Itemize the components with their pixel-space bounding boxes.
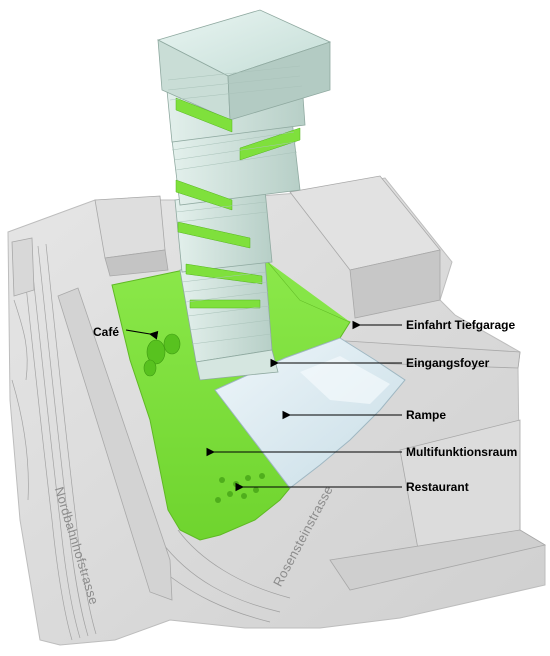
nordbahnhofstrasse-road <box>57 287 173 601</box>
tower-green-balconies <box>175 97 301 309</box>
label-einfahrt-tiefgarage: Einfahrt Tiefgarage <box>406 318 516 332</box>
label-cafe: Café <box>93 325 120 339</box>
twisted-tower <box>156 9 332 381</box>
surrounding-buildings <box>11 175 547 591</box>
ramp-glass-highlight <box>300 356 390 404</box>
cafe-trees <box>143 333 181 377</box>
annotation-arrows <box>125 320 402 492</box>
label-rampe: Rampe <box>406 408 447 422</box>
green-plaza <box>111 261 351 541</box>
label-restaurant: Restaurant <box>406 480 469 494</box>
restaurant-tables <box>215 473 265 503</box>
label-multifunktionsraum: Multifunktionsraum <box>406 445 518 459</box>
contour-lines <box>11 243 291 641</box>
arrow-cafe <box>125 329 159 340</box>
label-eingangsfoyer: Eingangsfoyer <box>406 356 490 370</box>
